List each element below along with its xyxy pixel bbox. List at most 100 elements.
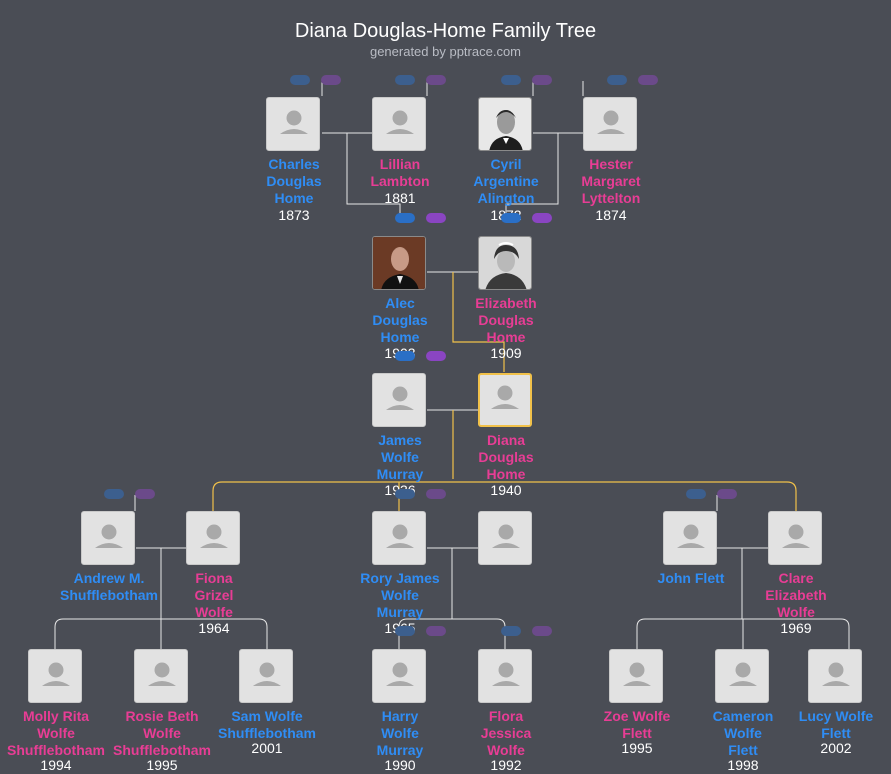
expand-mother-button[interactable]: [321, 75, 341, 85]
person-placeholder-icon: [186, 511, 240, 565]
name-line: Home: [380, 329, 420, 345]
person-placeholder-icon: [372, 649, 426, 703]
person-placeholder-icon: [266, 97, 320, 151]
name-line: Charles: [268, 156, 320, 172]
person-name: Sam Wolfe Shufflebotham: [202, 708, 332, 742]
person-placeholder-icon: [478, 511, 532, 565]
expand-mother-button[interactable]: [532, 75, 552, 85]
name-line: Cameron: [712, 708, 774, 724]
person-name: Lillian Lambton: [335, 156, 465, 190]
name-line: Margaret: [581, 173, 641, 189]
person-placeholder-icon: [134, 649, 188, 703]
name-line: Wolfe: [381, 449, 419, 465]
birth-year: 1998: [727, 757, 759, 773]
person-placeholder-icon: [609, 649, 663, 703]
person-placeholder-icon: [239, 649, 293, 703]
person-name: Rory James Wolfe Murray: [335, 570, 465, 621]
expand-mother-button[interactable]: [532, 626, 552, 636]
expand-father-button[interactable]: [395, 75, 415, 85]
person-name: Alec Douglas Home: [335, 295, 465, 346]
birth-year: 1881: [384, 190, 416, 206]
expand-father-button[interactable]: [104, 489, 124, 499]
birth-year: 1969: [780, 620, 812, 636]
birth-year: 1992: [490, 757, 522, 773]
expand-mother-button[interactable]: [426, 351, 446, 361]
name-line: Douglas: [372, 312, 428, 328]
expand-mother-button[interactable]: [135, 489, 155, 499]
name-line: Grizel: [194, 587, 234, 603]
person-placeholder-icon: [28, 649, 82, 703]
expand-father-button[interactable]: [501, 213, 521, 223]
birth-year: 1994: [40, 757, 72, 773]
expand-father-button[interactable]: [290, 75, 310, 85]
expand-mother-button[interactable]: [426, 213, 446, 223]
expand-mother-button[interactable]: [426, 626, 446, 636]
expand-mother-button[interactable]: [532, 213, 552, 223]
name-line: Cyril: [490, 156, 522, 172]
name-line: Molly Rita: [22, 708, 90, 724]
name-line: Flett: [821, 725, 851, 741]
name-line: Andrew M.: [73, 570, 145, 586]
name-line: Wolfe: [143, 725, 181, 741]
name-line: Alec: [385, 295, 415, 311]
name-line: Clare: [778, 570, 814, 586]
birth-year: 1874: [595, 207, 627, 223]
expand-father-button[interactable]: [395, 489, 415, 499]
name-line: Hester: [589, 156, 633, 172]
expand-father-button[interactable]: [501, 75, 521, 85]
person-name: Clare Elizabeth Wolfe: [731, 570, 861, 621]
person-placeholder-icon: [715, 649, 769, 703]
name-line: Home: [486, 466, 526, 482]
person-name: Diana Douglas Home: [441, 432, 571, 483]
portrait-photo: [478, 97, 532, 151]
name-line: Wolfe: [777, 604, 815, 620]
birth-year: 1990: [384, 757, 416, 773]
name-line: John Flett: [657, 570, 725, 586]
name-line: Rory James: [360, 570, 440, 586]
person-placeholder-icon: [372, 373, 426, 427]
birth-year: 1995: [621, 740, 653, 756]
person-name: Hester Margaret Lyttelton: [546, 156, 676, 207]
person-name: Andrew M. Shufflebotham: [44, 570, 174, 604]
name-line: Zoe Wolfe: [603, 708, 671, 724]
name-line: Wolfe: [724, 725, 762, 741]
expand-father-button[interactable]: [501, 626, 521, 636]
birth-year: 2001: [251, 740, 283, 756]
name-line: Murray: [376, 742, 424, 758]
expand-mother-button[interactable]: [717, 489, 737, 499]
name-line: Lyttelton: [581, 190, 641, 206]
person-name: Cameron Wolfe Flett: [678, 708, 808, 759]
expand-mother-button[interactable]: [426, 489, 446, 499]
name-line: Elizabeth: [475, 295, 537, 311]
expand-father-button[interactable]: [395, 626, 415, 636]
expand-father-button[interactable]: [395, 213, 415, 223]
portrait-photo: [372, 236, 426, 290]
expand-father-button[interactable]: [607, 75, 627, 85]
tree-title: Diana Douglas-Home Family Tree: [294, 20, 597, 42]
name-line: Sam Wolfe: [231, 708, 303, 724]
name-line: Home: [274, 190, 314, 206]
name-line: Murray: [376, 466, 424, 482]
name-line: Lucy Wolfe: [798, 708, 874, 724]
person-name: Fiona Grizel Wolfe: [149, 570, 279, 621]
expand-mother-button[interactable]: [638, 75, 658, 85]
name-line: Argentine: [473, 173, 539, 189]
name-line: Rosie Beth: [125, 708, 199, 724]
name-line: Shufflebotham: [113, 742, 211, 758]
person-name: Lucy Wolfe Flett: [771, 708, 891, 742]
expand-mother-button[interactable]: [426, 75, 446, 85]
birth-year: 1909: [490, 345, 522, 361]
person-placeholder-icon: [81, 511, 135, 565]
name-line: Douglas: [266, 173, 322, 189]
expand-father-button[interactable]: [686, 489, 706, 499]
person-placeholder-icon: [583, 97, 637, 151]
name-line: Lambton: [370, 173, 430, 189]
name-line: Shufflebotham: [60, 587, 158, 603]
person-name: John Flett: [626, 570, 756, 587]
person-placeholder-icon: [372, 511, 426, 565]
expand-father-button[interactable]: [395, 351, 415, 361]
person-name: Cyril Argentine Alington: [441, 156, 571, 207]
person-name: Molly Rita Wolfe Shufflebotham: [0, 708, 121, 759]
person-placeholder-icon: [478, 649, 532, 703]
